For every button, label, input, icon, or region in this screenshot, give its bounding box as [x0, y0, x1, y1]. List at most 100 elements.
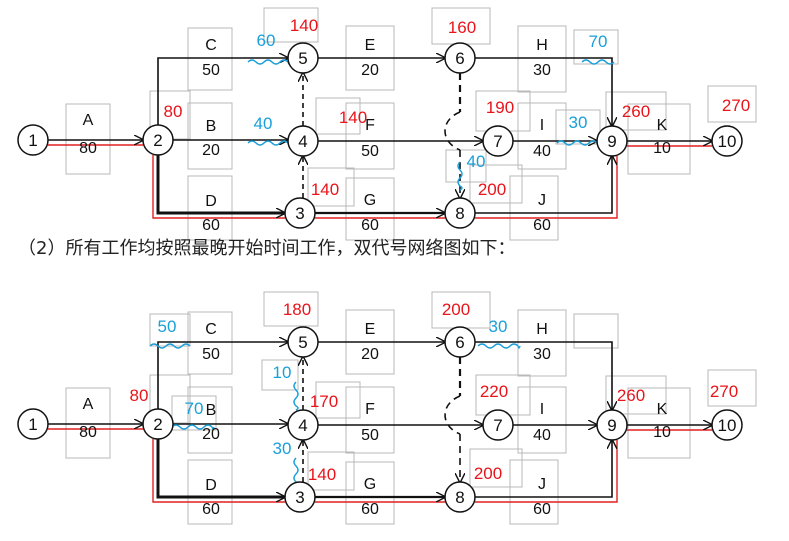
d2-node-6: [444, 326, 476, 358]
d1-node-3-label: 3: [295, 204, 304, 223]
label-box: [517, 102, 567, 170]
d2-activity-k-name: K: [657, 401, 668, 418]
label-box: [469, 164, 523, 204]
d1-node-1: [17, 124, 49, 156]
d2-crit-8-9: [475, 440, 618, 503]
label-box: [187, 175, 233, 241]
d2-activity-e-duration: 20: [361, 346, 379, 363]
label-box: [707, 85, 757, 123]
d1-red-time: 160: [448, 18, 476, 37]
d1-node-8-label: 8: [455, 204, 464, 223]
d2-float-label: 70: [185, 399, 204, 418]
d1-red-time: 260: [622, 102, 650, 121]
d1-activity-f-duration: 50: [361, 143, 379, 160]
d2-red-time: 220: [480, 382, 508, 401]
label-box: [445, 149, 487, 183]
d1-float-wave: [581, 59, 615, 65]
label-box: [315, 97, 361, 135]
d2-float-wave-v: [293, 457, 299, 485]
d2-red-time: 170: [310, 392, 338, 411]
d1-activity-g-name: G: [364, 192, 376, 209]
d2-node-8-label: 8: [455, 488, 464, 507]
d1-activity-d-duration: 60: [202, 217, 220, 234]
d2-node-3: [284, 481, 316, 513]
d2-node-7: [482, 409, 514, 441]
d1-node-10-label: 10: [718, 132, 737, 151]
label-box: [707, 369, 757, 407]
d2-activity-b-duration: 20: [202, 426, 220, 443]
d1-activity-c-duration: 50: [202, 62, 220, 79]
d2-activity-i-duration: 40: [533, 427, 551, 444]
d2-node-10-label: 10: [718, 416, 737, 435]
d1-activity-k-name: K: [657, 117, 668, 134]
d2-float-label: 50: [158, 317, 177, 336]
d1-node-9: [596, 125, 628, 157]
d1-activity-h-name: H: [536, 37, 548, 54]
d2-float-label: 10: [273, 363, 292, 382]
d2-node-7-label: 7: [493, 416, 502, 435]
label-box: [263, 291, 319, 327]
d1-float-wave: [247, 59, 291, 65]
d2-arrow-j: [475, 440, 612, 498]
d2-node-1: [17, 408, 49, 440]
d1-node-3: [284, 197, 316, 229]
d1-activity-a-name: A: [83, 112, 94, 129]
d2-activity-j-duration: 60: [533, 501, 551, 518]
d2-node-1-label: 1: [28, 415, 37, 434]
label-box: [573, 313, 619, 349]
d2-arrow-h: [475, 341, 612, 410]
d1-activity-k-duration: 10: [653, 140, 671, 157]
d2-red-time: 80: [130, 386, 149, 405]
d1-activity-j-name: J: [538, 192, 546, 209]
label-box: [263, 7, 319, 43]
label-box: [307, 451, 355, 491]
d1-red-time: 200: [478, 180, 506, 199]
label-box: [171, 395, 217, 431]
label-box: [517, 25, 567, 93]
d1-crit-2-3: [152, 155, 285, 219]
label-box: [345, 461, 395, 525]
d2-activity-g-duration: 60: [361, 501, 379, 518]
d1-float-label: 40: [254, 114, 273, 133]
d2-activity-e-name: E: [365, 321, 376, 338]
label-box: [627, 103, 691, 175]
d1-activity-e-duration: 20: [361, 62, 379, 79]
d2-float-label: 30: [489, 317, 508, 336]
label-box: [187, 27, 233, 91]
d2-activity-c-duration: 50: [202, 346, 220, 363]
d1-activity-i-name: I: [540, 117, 544, 134]
d1-red-time: 140: [339, 108, 367, 127]
d1-dummy-crossover: [444, 111, 461, 151]
d2-node-3-label: 3: [295, 488, 304, 507]
d2-node-9-label: 9: [607, 416, 616, 435]
d2-node-5: [287, 326, 319, 358]
d1-node-2-label: 2: [153, 131, 162, 150]
d1-node-10: [711, 125, 743, 157]
d1-arrow-j: [475, 156, 612, 214]
d2-red-time: 140: [308, 465, 336, 484]
d1-activity-b-name: B: [206, 118, 217, 135]
label-box: [307, 167, 355, 207]
d1-node-8: [444, 197, 476, 229]
label-box: [345, 102, 395, 170]
d2-node-10: [711, 409, 743, 441]
label-box: [517, 309, 567, 377]
d2-activity-h-name: H: [536, 321, 548, 338]
d1-activity-h-duration: 30: [533, 62, 551, 79]
label-box: [187, 311, 233, 375]
label-box: [345, 386, 395, 454]
d2-activity-b-name: B: [206, 402, 217, 419]
d2-red-time: 270: [710, 382, 738, 401]
d2-activity-i-name: I: [540, 401, 544, 418]
d1-red-time: 190: [486, 98, 514, 117]
d1-activity-j-duration: 60: [533, 217, 551, 234]
d1-node-6-label: 6: [455, 49, 464, 68]
d1-node-9-label: 9: [607, 132, 616, 151]
d1-red-time: 140: [311, 180, 339, 199]
d1-float-label: 30: [569, 113, 588, 132]
d1-float-label: 60: [257, 31, 276, 50]
label-box: [605, 375, 667, 415]
d1-node-4: [287, 125, 319, 157]
d2-float-label: 30: [273, 439, 292, 458]
d1-crit-8-9: [475, 156, 618, 219]
